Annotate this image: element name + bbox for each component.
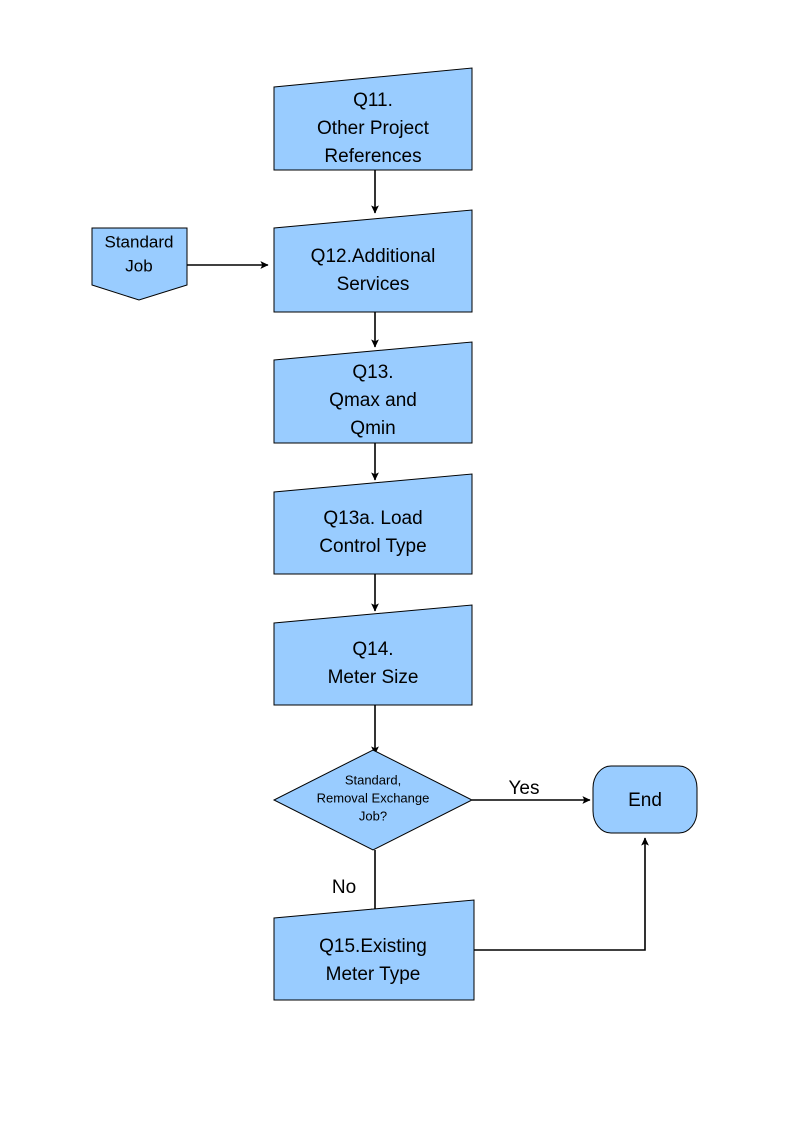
node-q13-label-line-1: Q13.: [352, 362, 393, 383]
node-q14-label-line-1: Q14.: [352, 639, 393, 660]
node-q13a-shape[interactable]: [273, 473, 473, 575]
edge-label-yes: Yes: [509, 778, 540, 799]
node-q12-label-line-2: Services: [337, 274, 410, 295]
edge-label-no: No: [332, 877, 356, 898]
node-standard-job-label-line-1: Standard: [105, 232, 174, 251]
edge-decision-to-end: Yes: [472, 778, 591, 804]
node-decision-label-line-3: Job?: [359, 808, 387, 823]
node-q12-label-line-1: Q12.Additional: [311, 246, 436, 267]
edge-decision-to-q15: No: [332, 850, 379, 917]
node-end-label: End: [628, 790, 662, 811]
node-decision-label-line-2: Removal Exchange: [317, 790, 430, 805]
node-decision-label-line-1: Standard,: [345, 772, 401, 787]
node-q13[interactable]: Q13. Qmax and Qmin: [273, 341, 473, 444]
node-q15-label-line-1: Q15.Existing: [319, 936, 427, 957]
node-end-shape[interactable]: [592, 765, 698, 834]
node-q15-label-line-2: Meter Type: [326, 964, 421, 985]
node-q11-label-line-1: Q11.: [353, 90, 393, 111]
node-q14[interactable]: Q14. Meter Size: [273, 604, 473, 706]
node-q15-shape[interactable]: [273, 899, 475, 1001]
node-q13-label-line-3: Qmin: [350, 418, 395, 439]
node-standard-job-shape[interactable]: [91, 227, 188, 301]
node-end[interactable]: End: [592, 765, 698, 834]
edge-line-q15-end: [474, 837, 649, 951]
node-q12[interactable]: Q12.Additional Services: [273, 209, 473, 313]
node-q15[interactable]: Q15.Existing Meter Type: [273, 899, 475, 1001]
node-q11-label-line-3: References: [324, 146, 421, 167]
node-q13a-label-line-1: Q13a. Load: [323, 508, 422, 529]
node-q11[interactable]: Q11. Other Project References: [273, 67, 473, 171]
node-q13a[interactable]: Q13a. Load Control Type: [273, 473, 473, 575]
edge-q15-to-end: [474, 837, 649, 951]
node-q13-shape[interactable]: [273, 341, 473, 444]
node-q14-shape[interactable]: [273, 604, 473, 706]
node-q11-label-line-2: Other Project: [317, 118, 430, 139]
node-q11-shape[interactable]: [273, 67, 473, 171]
node-q13-label-line-2: Qmax and: [329, 390, 417, 411]
node-q14-label-line-2: Meter Size: [328, 667, 419, 688]
node-standard-job-label-line-2: Job: [125, 256, 152, 275]
node-q12-shape[interactable]: [273, 209, 473, 313]
node-decision[interactable]: Standard, Removal Exchange Job?: [272, 749, 474, 851]
node-q13a-label-line-2: Control Type: [319, 536, 426, 557]
node-standard-job[interactable]: Standard Job: [91, 227, 188, 301]
node-decision-shape[interactable]: [272, 749, 474, 851]
